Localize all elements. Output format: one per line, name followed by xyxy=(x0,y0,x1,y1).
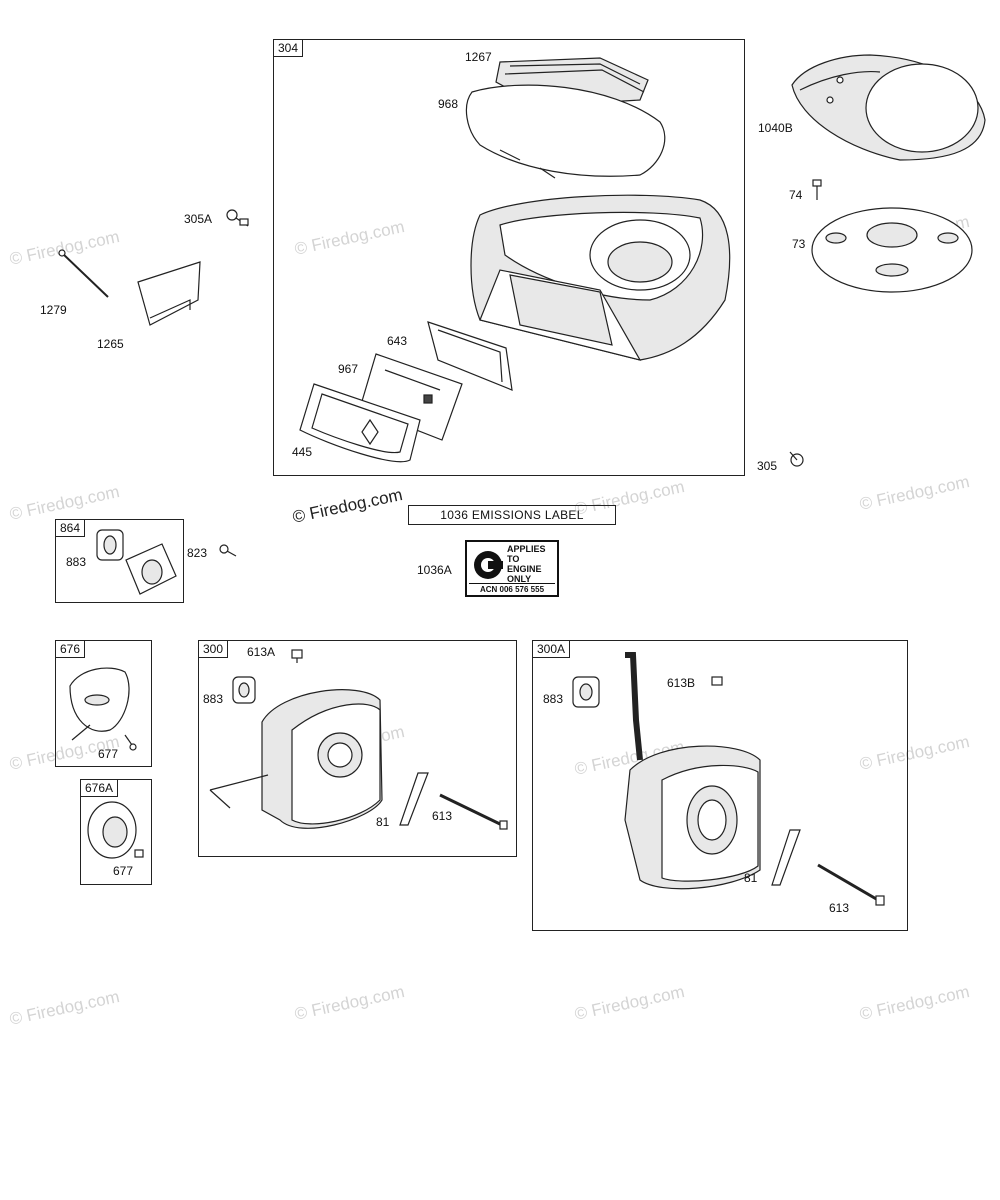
rod-1279 xyxy=(58,249,109,298)
group-676-tag: 676 xyxy=(55,640,86,658)
part-number-677: 677 xyxy=(98,747,119,761)
gasket-883-a xyxy=(96,529,124,561)
group-304-tag: 304 xyxy=(273,39,304,57)
dome-73 xyxy=(811,207,973,293)
part-number-81: 81 xyxy=(744,871,758,885)
screw-677-b xyxy=(134,849,144,858)
group-300A-tag: 300A xyxy=(532,640,571,658)
part-number-613A: 613A xyxy=(247,645,276,659)
emissions-sticker: APPLIES TO ENGINE ONLY ACN 006 576 555 xyxy=(465,540,559,597)
gasket-883-b xyxy=(232,676,256,704)
part-number-305: 305 xyxy=(757,459,778,473)
part-number-643: 643 xyxy=(387,334,408,348)
part-number-74: 74 xyxy=(789,188,803,202)
group-864-box xyxy=(55,519,184,603)
air-cleaner-base xyxy=(470,194,731,361)
screw-305A xyxy=(226,209,249,227)
gasket-883-c xyxy=(572,676,600,708)
part-number-445: 445 xyxy=(292,445,313,459)
group-676A-tag: 676A xyxy=(80,779,119,797)
emissions-sticker-code: ACN 006 576 555 xyxy=(469,583,555,595)
group-304-box xyxy=(273,39,745,476)
part-number-1265: 1265 xyxy=(97,337,124,351)
emissions-label-title: 1036 EMISSIONS LABEL xyxy=(408,505,616,525)
plate-81-b xyxy=(771,829,801,886)
group-300-tag: 300 xyxy=(198,640,229,658)
part-number-968: 968 xyxy=(438,97,459,111)
part-number-883: 883 xyxy=(203,692,224,706)
part-number-613: 613 xyxy=(432,809,453,823)
part-number-823: 823 xyxy=(187,546,208,560)
part-676 xyxy=(69,667,130,741)
sticker-line-4: ONLY xyxy=(507,574,532,584)
part-number-613B: 613B xyxy=(667,676,696,690)
part-676A xyxy=(87,801,137,859)
bracket-1265 xyxy=(137,261,201,326)
cover-1040B xyxy=(791,54,986,161)
bracket-300A xyxy=(625,652,643,761)
part-number-73: 73 xyxy=(792,237,806,251)
emissions-sticker-text: APPLIES TO ENGINE ONLY xyxy=(507,544,546,584)
bolt-613-b xyxy=(817,863,885,906)
group-300A-box xyxy=(532,640,908,931)
group-676-box xyxy=(55,640,152,767)
part-number-1279: 1279 xyxy=(40,303,67,317)
part-number-677: 677 xyxy=(113,864,134,878)
plate-81-a xyxy=(399,772,429,826)
part-number-305A: 305A xyxy=(184,212,213,226)
screw-305 xyxy=(789,451,804,467)
screw-677-a xyxy=(124,734,137,751)
c-logo-icon xyxy=(474,551,503,579)
group-864-tag: 864 xyxy=(55,519,86,537)
muffler-300A xyxy=(624,745,761,890)
part-number-883: 883 xyxy=(543,692,564,706)
sticker-line-1: APPLIES xyxy=(507,544,546,554)
bolt-613-a xyxy=(439,793,508,830)
part-number-1267: 1267 xyxy=(465,50,492,64)
sticker-line-2: TO xyxy=(507,554,520,564)
adapter-864 xyxy=(125,543,177,595)
sticker-line-3: ENGINE xyxy=(507,564,542,574)
part-967 xyxy=(359,353,463,441)
part-643 xyxy=(427,321,513,391)
part-445 xyxy=(299,383,421,463)
cover-968 xyxy=(465,84,666,179)
group-300-box xyxy=(198,640,517,857)
part-number-883: 883 xyxy=(66,555,87,569)
screw-74 xyxy=(812,179,822,200)
screw-823 xyxy=(219,544,237,557)
part-number-1040B: 1040B xyxy=(758,121,793,135)
part-number-1036A: 1036A xyxy=(417,563,452,577)
screw-613B xyxy=(711,676,723,686)
part-number-967: 967 xyxy=(338,362,359,376)
part-number-81: 81 xyxy=(376,815,390,829)
muffler-300 xyxy=(209,689,383,829)
screw-613A xyxy=(291,649,303,663)
part-number-613: 613 xyxy=(829,901,850,915)
